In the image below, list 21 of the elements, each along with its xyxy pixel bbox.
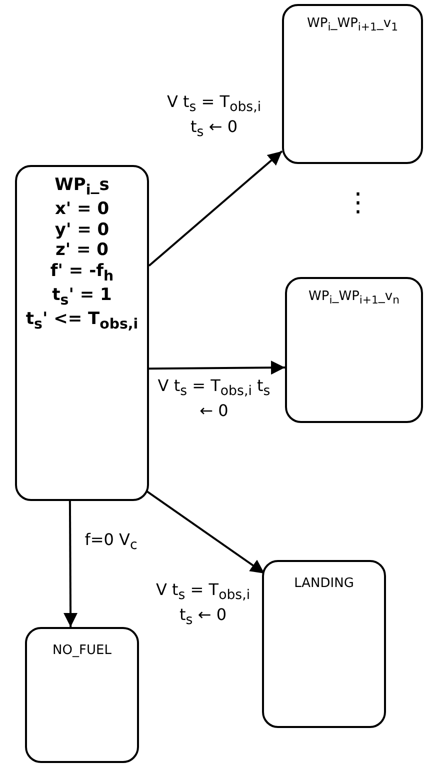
arrow xyxy=(149,360,285,375)
state-box xyxy=(282,4,423,164)
state-name: WP$_{i}$_s xyxy=(54,175,110,200)
arrow xyxy=(148,150,283,267)
state-name: LANDING xyxy=(294,576,354,592)
flow-equation: y' = 0 xyxy=(54,220,110,240)
state-box xyxy=(25,627,139,763)
state-box xyxy=(285,277,423,423)
vertical-ellipsis: ⋮ xyxy=(345,188,371,218)
state-name: NO_FUEL xyxy=(52,643,112,659)
flow-equation: z' = 0 xyxy=(55,240,108,261)
state-box xyxy=(262,560,386,728)
arrow xyxy=(146,490,266,574)
state-name: WP$_{i}$_WP$_{i+1}$_v$_{n}$ xyxy=(308,289,400,307)
arrow xyxy=(64,501,78,627)
flow-equation: x' = 0 xyxy=(54,199,110,220)
flow-equation: t$_{s}$' = 1 xyxy=(52,284,112,310)
state-box xyxy=(15,165,149,501)
flow-equation: t$_{s}$' <= T$_{obs,i}$ xyxy=(26,309,138,334)
state-name: WP$_{i}$_WP$_{i+1}$_v$_{1}$ xyxy=(307,16,398,34)
flow-equation: f' = -f$_{h}$ xyxy=(50,260,114,285)
